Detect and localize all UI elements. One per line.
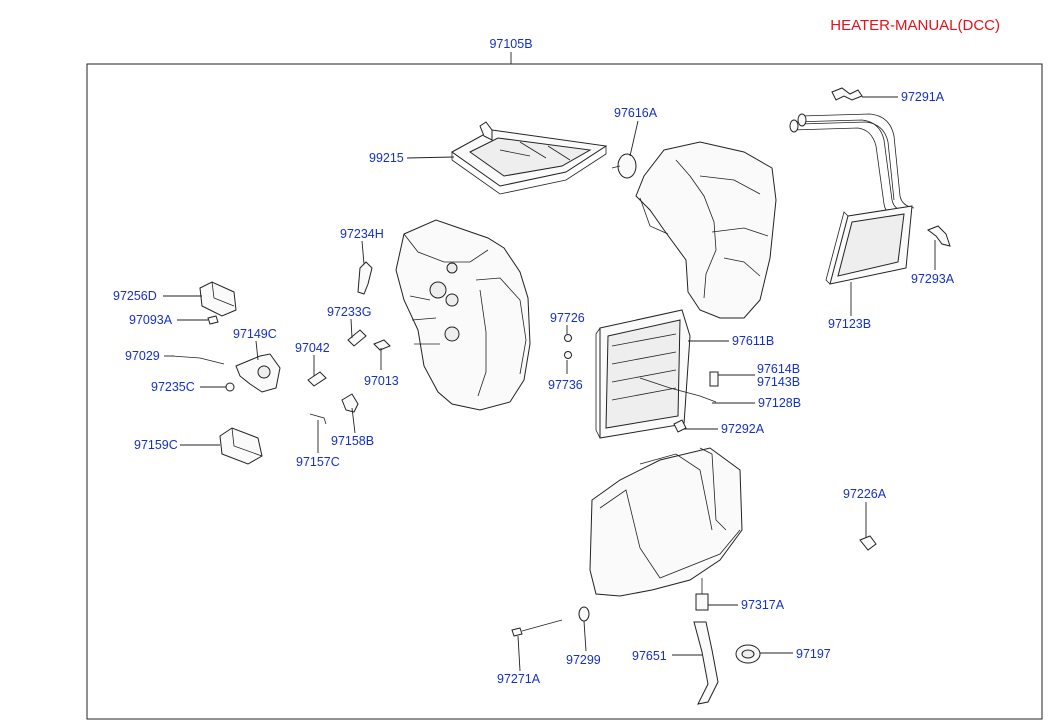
label-97651[interactable]: 97651 xyxy=(632,649,667,663)
label-97299[interactable]: 97299 xyxy=(566,653,601,667)
drain-hose-97651-part xyxy=(693,621,719,705)
clip-97292A-part xyxy=(673,419,687,433)
label-97614B[interactable]: 97614B xyxy=(757,362,800,376)
label-97726[interactable]: 97726 xyxy=(550,311,585,325)
upper-housing-part xyxy=(635,141,777,319)
leader-lines xyxy=(163,96,936,672)
label-97013[interactable]: 97013 xyxy=(364,374,399,388)
link-97042-part xyxy=(307,371,327,387)
label-97149C[interactable]: 97149C xyxy=(233,327,277,341)
label-97197[interactable]: 97197 xyxy=(796,647,831,661)
heater-pipes-part xyxy=(789,113,915,219)
washer-97235C-part xyxy=(225,382,235,392)
grommet-97197-part xyxy=(735,644,761,664)
assembly-label[interactable]: 97105B xyxy=(489,37,532,51)
diagram-title: HEATER-MANUAL(DCC) xyxy=(830,17,1000,34)
label-97292A[interactable]: 97292A xyxy=(721,422,765,436)
main-housing-part xyxy=(395,219,531,411)
heater-core-part xyxy=(825,205,913,285)
clip-97226A-part xyxy=(859,535,877,551)
sensor-97614B-part xyxy=(639,371,719,403)
filter-frame-99215-part xyxy=(451,121,608,195)
label-97291A[interactable]: 97291A xyxy=(901,90,945,104)
label-97271A[interactable]: 97271A xyxy=(497,672,541,686)
label-97616A[interactable]: 97616A xyxy=(614,106,658,120)
lower-case-part xyxy=(589,447,743,597)
assembly-frame xyxy=(86,63,1043,720)
washer-97299-part xyxy=(578,606,590,622)
evaporator-97611B-part xyxy=(595,309,691,439)
label-97159C[interactable]: 97159C xyxy=(134,438,178,452)
clip-97158B-part xyxy=(341,393,359,413)
drain-fitting-97317A-part xyxy=(695,578,709,611)
lever-97234H-part xyxy=(357,261,373,295)
o-ring-97736-part xyxy=(564,351,572,359)
label-97234H[interactable]: 97234H xyxy=(340,227,384,241)
label-97093A[interactable]: 97093A xyxy=(129,313,173,327)
label-97128B[interactable]: 97128B xyxy=(758,396,801,410)
label-97226A[interactable]: 97226A xyxy=(843,487,887,501)
label-97157C[interactable]: 97157C xyxy=(296,455,340,469)
screw-97093A-part xyxy=(207,315,219,325)
label-97158B[interactable]: 97158B xyxy=(331,434,374,448)
label-97317A[interactable]: 97317A xyxy=(741,598,785,612)
knob-97616A-part xyxy=(611,153,637,179)
label-97042[interactable]: 97042 xyxy=(295,341,330,355)
label-97233G[interactable]: 97233G xyxy=(327,305,371,319)
label-97293A[interactable]: 97293A xyxy=(911,272,955,286)
screw-97271A-part xyxy=(511,619,563,637)
clip-97013-part xyxy=(373,339,391,351)
actuator-97159C-part xyxy=(219,427,263,465)
o-ring-97726-part xyxy=(564,334,572,342)
clip-97293A-part xyxy=(926,225,951,247)
clip-97291A-part xyxy=(831,87,863,101)
label-97736[interactable]: 97736 xyxy=(548,378,583,392)
label-97143B[interactable]: 97143B xyxy=(757,375,800,389)
label-97029[interactable]: 97029 xyxy=(125,349,160,363)
label-99215[interactable]: 99215 xyxy=(369,151,404,165)
lever-97149C-part xyxy=(235,353,281,393)
label-97235C[interactable]: 97235C xyxy=(151,380,195,394)
pin-97157C-part xyxy=(309,413,327,425)
link-97233G-part xyxy=(347,329,367,347)
label-97611B[interactable]: 97611B xyxy=(732,334,774,348)
label-97123B[interactable]: 97123B xyxy=(828,317,871,331)
label-97256D[interactable]: 97256D xyxy=(113,289,157,303)
actuator-97256D-part xyxy=(199,281,237,317)
rod-97029-part xyxy=(171,355,225,365)
